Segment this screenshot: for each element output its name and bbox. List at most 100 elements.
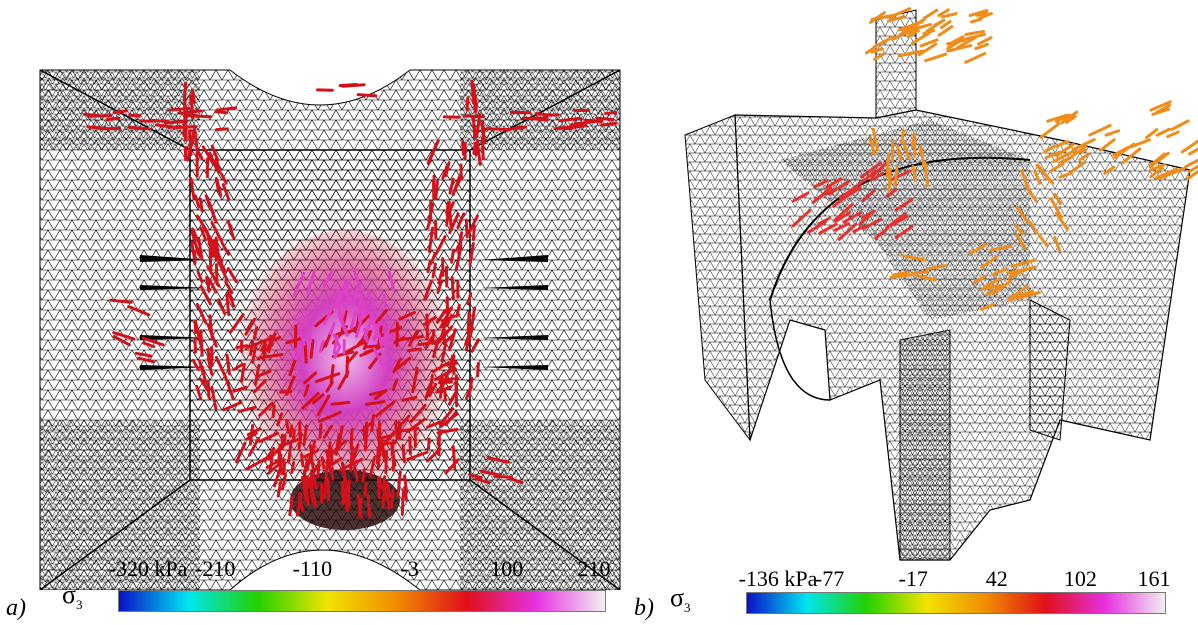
stress-arrow — [1053, 235, 1061, 252]
stress-arrow — [919, 144, 925, 165]
stress-arrow — [247, 437, 260, 457]
stress-arrow — [1055, 139, 1070, 148]
stress-arrow — [452, 175, 464, 194]
stress-arrow — [906, 28, 920, 39]
stress-arrow — [454, 246, 463, 272]
stress-arrow — [340, 461, 347, 483]
stress-arrow — [444, 458, 460, 475]
stress-arrow — [354, 312, 365, 339]
colorbar-tick-label: -136 kPa — [738, 566, 818, 591]
stress-arrow — [1103, 165, 1116, 175]
stress-arrow — [870, 161, 889, 179]
stress-arrow — [1148, 162, 1167, 172]
stress-arrow — [438, 376, 460, 382]
stress-arrow — [1149, 100, 1172, 112]
stress-arrow — [377, 332, 383, 348]
stress-arrow — [807, 220, 827, 234]
stress-arrow — [438, 407, 455, 426]
stress-arrow — [968, 243, 988, 255]
stress-arrow — [849, 186, 862, 196]
stress-arrow — [379, 439, 386, 458]
stress-arrow — [1060, 110, 1079, 125]
stress-arrow — [946, 38, 964, 51]
stress-arrow — [897, 51, 913, 58]
stress-arrow — [1149, 166, 1164, 179]
stress-arrow — [431, 262, 437, 279]
stress-arrow — [923, 160, 929, 187]
stress-arrow — [269, 449, 275, 471]
stress-arrow — [208, 314, 214, 340]
colorbar-tick-label: 102 — [1063, 566, 1097, 591]
stress-arrow — [834, 211, 851, 223]
stress-arrow — [470, 79, 476, 105]
stress-arrow — [584, 118, 603, 124]
stress-arrow — [213, 160, 221, 174]
stress-arrow — [190, 88, 196, 105]
stress-arrow — [317, 410, 342, 423]
stress-arrow — [861, 189, 876, 203]
stress-arrow — [1154, 167, 1179, 180]
stress-arrow — [244, 317, 257, 336]
stress-arrow — [448, 209, 453, 229]
stress-arrow — [791, 209, 812, 228]
stress-arrow — [382, 331, 387, 346]
stress-arrow — [429, 251, 437, 266]
stress-arrow — [195, 302, 208, 325]
stress-arrow — [215, 127, 229, 132]
stress-arrow — [385, 480, 392, 498]
stress-arrow — [461, 140, 465, 156]
stress-arrow — [469, 473, 483, 479]
stress-arrow — [870, 47, 884, 54]
stress-arrow — [861, 218, 883, 230]
stress-arrow — [287, 442, 293, 464]
stress-arrow — [1099, 138, 1116, 152]
stress-arrow — [363, 421, 369, 440]
stress-arrow — [329, 321, 336, 336]
stress-arrow — [1065, 115, 1077, 124]
stress-arrow — [889, 273, 914, 279]
stress-arrow — [417, 340, 442, 347]
stress-arrow — [225, 293, 231, 317]
stress-arrow — [366, 291, 377, 308]
stress-arrow — [563, 124, 588, 131]
stress-arrow — [395, 356, 412, 371]
stress-arrow — [214, 177, 220, 193]
stress-arrow — [444, 411, 457, 427]
colorbar-tick-label: -17 — [898, 566, 928, 591]
stress-arrows-b — [791, 7, 1198, 311]
stress-arrow — [363, 315, 374, 339]
stress-arrow — [343, 495, 349, 513]
stress-arrow — [406, 418, 426, 433]
stress-arrow — [924, 52, 948, 63]
stress-arrow — [964, 29, 985, 36]
stress-arrow — [365, 400, 386, 406]
stress-arrow — [860, 161, 882, 179]
stress-arrow — [423, 279, 433, 301]
sigma-text-b: σ — [670, 583, 685, 612]
stress-arrow — [208, 249, 213, 273]
stress-arrow — [975, 11, 989, 17]
stress-arrow — [900, 129, 906, 145]
stress-arrow — [262, 342, 274, 355]
stress-arrow — [288, 495, 294, 517]
stress-arrow — [229, 313, 245, 334]
stress-arrow — [201, 145, 216, 166]
stress-arrow — [1180, 139, 1198, 154]
stress-arrow — [974, 42, 989, 51]
stress-arrow — [817, 216, 831, 226]
stress-arrow — [285, 337, 302, 345]
stress-arrow — [322, 424, 334, 439]
stress-arrow — [1059, 155, 1074, 164]
stress-arrow — [467, 214, 479, 235]
stress-arrow — [188, 129, 193, 157]
stress-arrow — [937, 25, 954, 37]
stress-arrow — [394, 420, 399, 441]
stress-arrow — [436, 279, 443, 295]
stress-arrow — [210, 385, 218, 411]
stress-arrow — [1052, 148, 1077, 164]
stress-arrow — [440, 342, 448, 363]
stress-arrow — [137, 356, 155, 364]
stress-arrow — [316, 459, 321, 479]
stress-arrow — [334, 433, 341, 456]
stress-arrow — [1036, 164, 1055, 185]
